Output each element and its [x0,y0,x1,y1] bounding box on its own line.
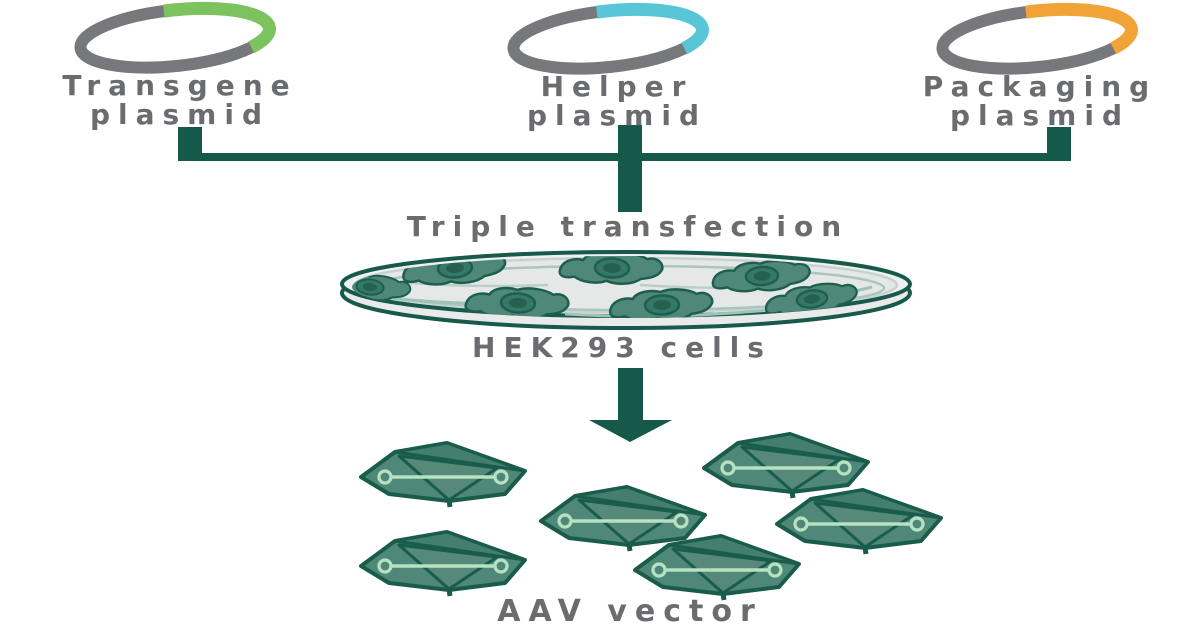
aav-capsid-icon [704,434,868,498]
label-line1: Packaging [922,70,1158,103]
aav-capsid-icon [361,532,525,596]
hek293-cells-label: HEK293 cells [472,331,772,364]
aav-capsid-icon [777,490,941,554]
down-arrow-icon [589,368,672,442]
label-line1: Helper [540,70,694,103]
label-line2: plasmid [89,97,271,131]
label-line1: Transgene [62,69,298,102]
petri-dish-icon [340,250,912,330]
packaging-arc [1024,2,1138,55]
aav-vector-label: AAV vector [497,594,763,629]
triple-transfection-label: Triple transfection [406,210,850,243]
helper-plasmid-label: Helper plasmid [447,70,787,132]
aav-capsid-icon [635,536,799,600]
packaging-plasmid-label: Packaging plasmid [870,70,1200,132]
label-line2: plasmid [526,98,708,132]
plasmid-ring-icon [74,1,276,74]
plasmid-ring-icon [507,2,709,75]
aav-capsids [361,434,941,600]
plasmid-ring-icon [936,2,1138,75]
helper-arc [595,2,709,55]
connector-lines [178,125,1071,212]
transgene-plasmid-label: Transgene plasmid [10,69,350,131]
label-line2: plasmid [949,98,1131,132]
transgene-arc [162,1,276,54]
aav-capsid-icon [361,443,525,507]
